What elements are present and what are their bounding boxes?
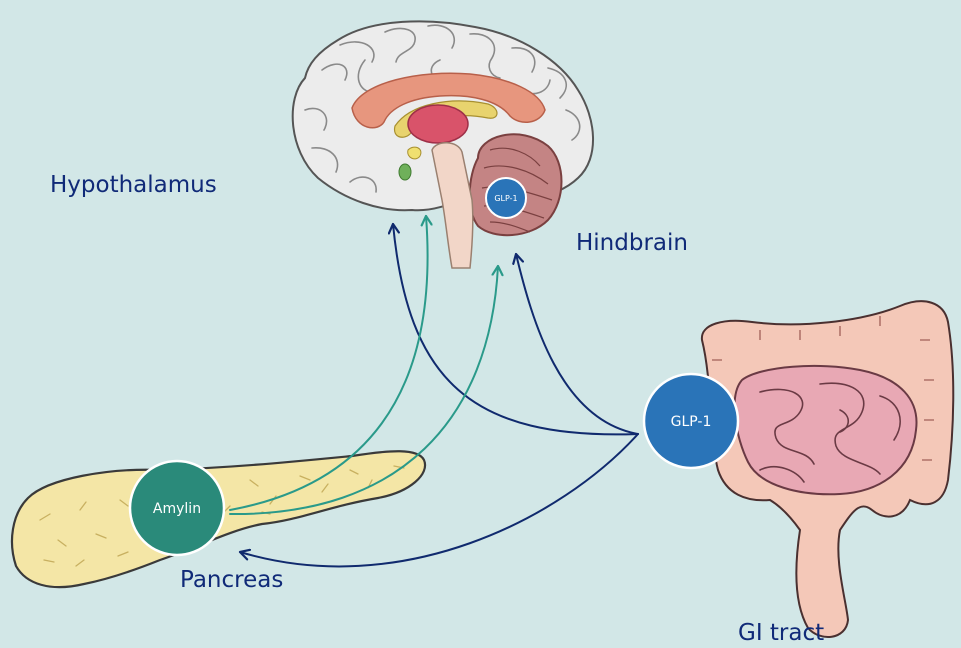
hindbrain-label: Hindbrain bbox=[576, 230, 688, 256]
gi-tract-label: GI tract bbox=[738, 620, 824, 646]
glp1-gut-node-label: GLP-1 bbox=[671, 414, 712, 430]
pancreas-label: Pancreas bbox=[180, 567, 283, 593]
gi-tract-illustration bbox=[702, 301, 953, 637]
amylin-node-label: Amylin bbox=[153, 501, 201, 517]
glp1-brain-node: GLP-1 bbox=[486, 178, 526, 218]
glp1-brain-node-label: GLP-1 bbox=[494, 194, 517, 203]
arrow-glp1-to-hindbrain bbox=[516, 254, 638, 434]
hypothalamus-label: Hypothalamus bbox=[50, 172, 217, 198]
glp1-gut-node: GLP-1 bbox=[644, 374, 738, 468]
brain-illustration bbox=[293, 21, 593, 268]
amylin-node: Amylin bbox=[130, 461, 224, 555]
